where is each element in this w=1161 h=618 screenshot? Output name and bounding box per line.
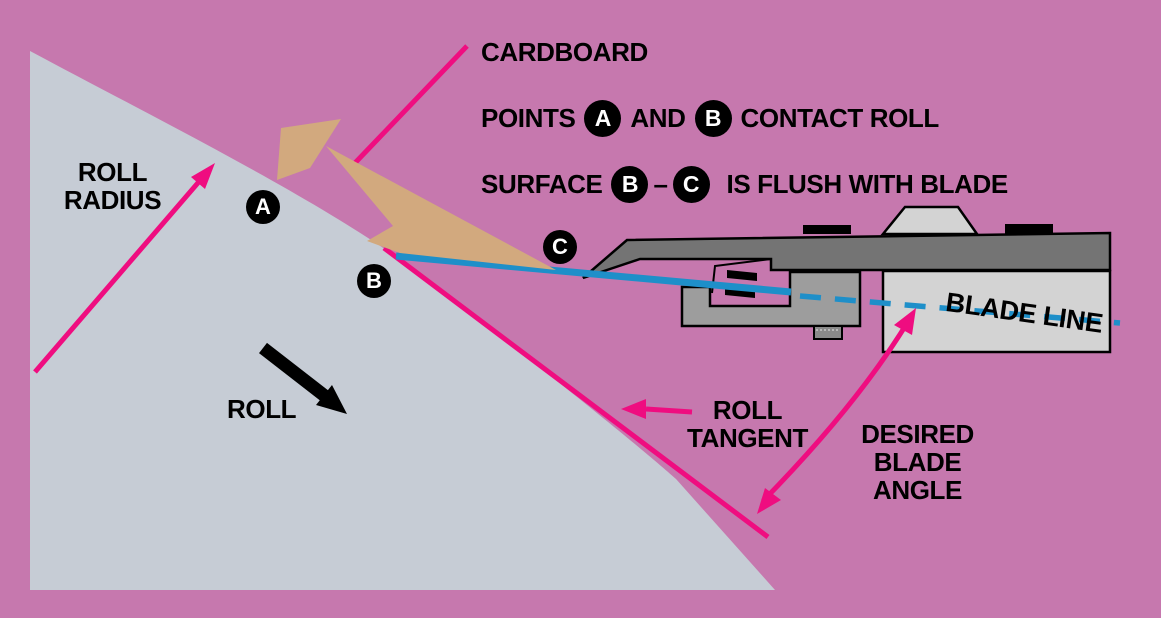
desired-blade-angle-line2: BLADE (873, 447, 962, 477)
roll-tangent-label-line2: TANGENT (687, 423, 808, 453)
point-c-badge: C (543, 230, 577, 264)
desired-blade-angle-label: DESIRED BLADE ANGLE (855, 420, 980, 504)
point-b-inline-badge: B (694, 100, 732, 137)
blade-line-dashed (799, 293, 1121, 326)
cardboard-label: CARDBOARD (481, 37, 648, 67)
clamp-jaw-top (727, 270, 757, 281)
surface-flush-note: SURFACE B – C IS FLUSH WITH BLADE (481, 166, 1008, 203)
holder-base-panel (881, 269, 1112, 354)
blade-angle-arrowhead-bottom (757, 488, 781, 514)
roll-tangent-label-arrow-shaft (645, 406, 693, 415)
roll-tangent-label-arrowhead (621, 399, 646, 419)
roll-radius-label-line1: ROLL (77, 157, 148, 187)
holder-bolt-right (1005, 224, 1053, 234)
surface-point-b-badge: B (611, 166, 649, 203)
roll-direction-arrow-shaft (259, 342, 334, 406)
blade-angle-arrowhead-top (894, 308, 916, 335)
blade-angle-arc (761, 318, 912, 503)
point-a-inline-badge: A (584, 100, 622, 137)
roll-shape (30, 51, 775, 590)
bracket-bottom-tab (813, 325, 843, 340)
point-b-badge: B (357, 264, 391, 298)
points-conjunction: AND (630, 103, 686, 133)
cardboard-strip (326, 146, 556, 270)
surface-dash: – (653, 169, 668, 199)
roll-tangent-line (382, 246, 770, 539)
desired-blade-angle-line1: DESIRED (861, 419, 974, 449)
roll-radius-arrow-shaft (33, 175, 205, 374)
holder-bar (582, 231, 1112, 280)
roll-radius-label: ROLL RADIUS (40, 158, 185, 214)
cardboard-pointer-line (352, 44, 469, 166)
roll-radius-label-line2: RADIUS (63, 185, 162, 215)
blade-clamp-bracket (680, 270, 862, 328)
surface-suffix: IS FLUSH WITH BLADE (726, 169, 1009, 199)
desired-blade-angle-line3: ANGLE (872, 475, 962, 505)
points-suffix: CONTACT ROLL (740, 103, 940, 133)
roll-tangent-label: ROLL TANGENT (685, 396, 810, 452)
surface-point-c-badge: C (672, 166, 710, 203)
points-contact-note: POINTS A AND B CONTACT ROLL (481, 100, 939, 137)
point-a-badge: A (246, 190, 280, 224)
cardboard-folded-flap (277, 119, 341, 180)
surface-prefix: SURFACE (481, 169, 603, 199)
holder-bolt-left (803, 225, 851, 234)
holder-nut (880, 205, 980, 236)
points-prefix: POINTS (481, 103, 576, 133)
blade (395, 252, 792, 296)
roll-direction-label: ROLL (227, 394, 297, 424)
roll-tangent-label-line1: ROLL (712, 395, 783, 425)
roll-direction-arrowhead (316, 385, 347, 414)
roll-radius-arrowhead (191, 163, 215, 189)
